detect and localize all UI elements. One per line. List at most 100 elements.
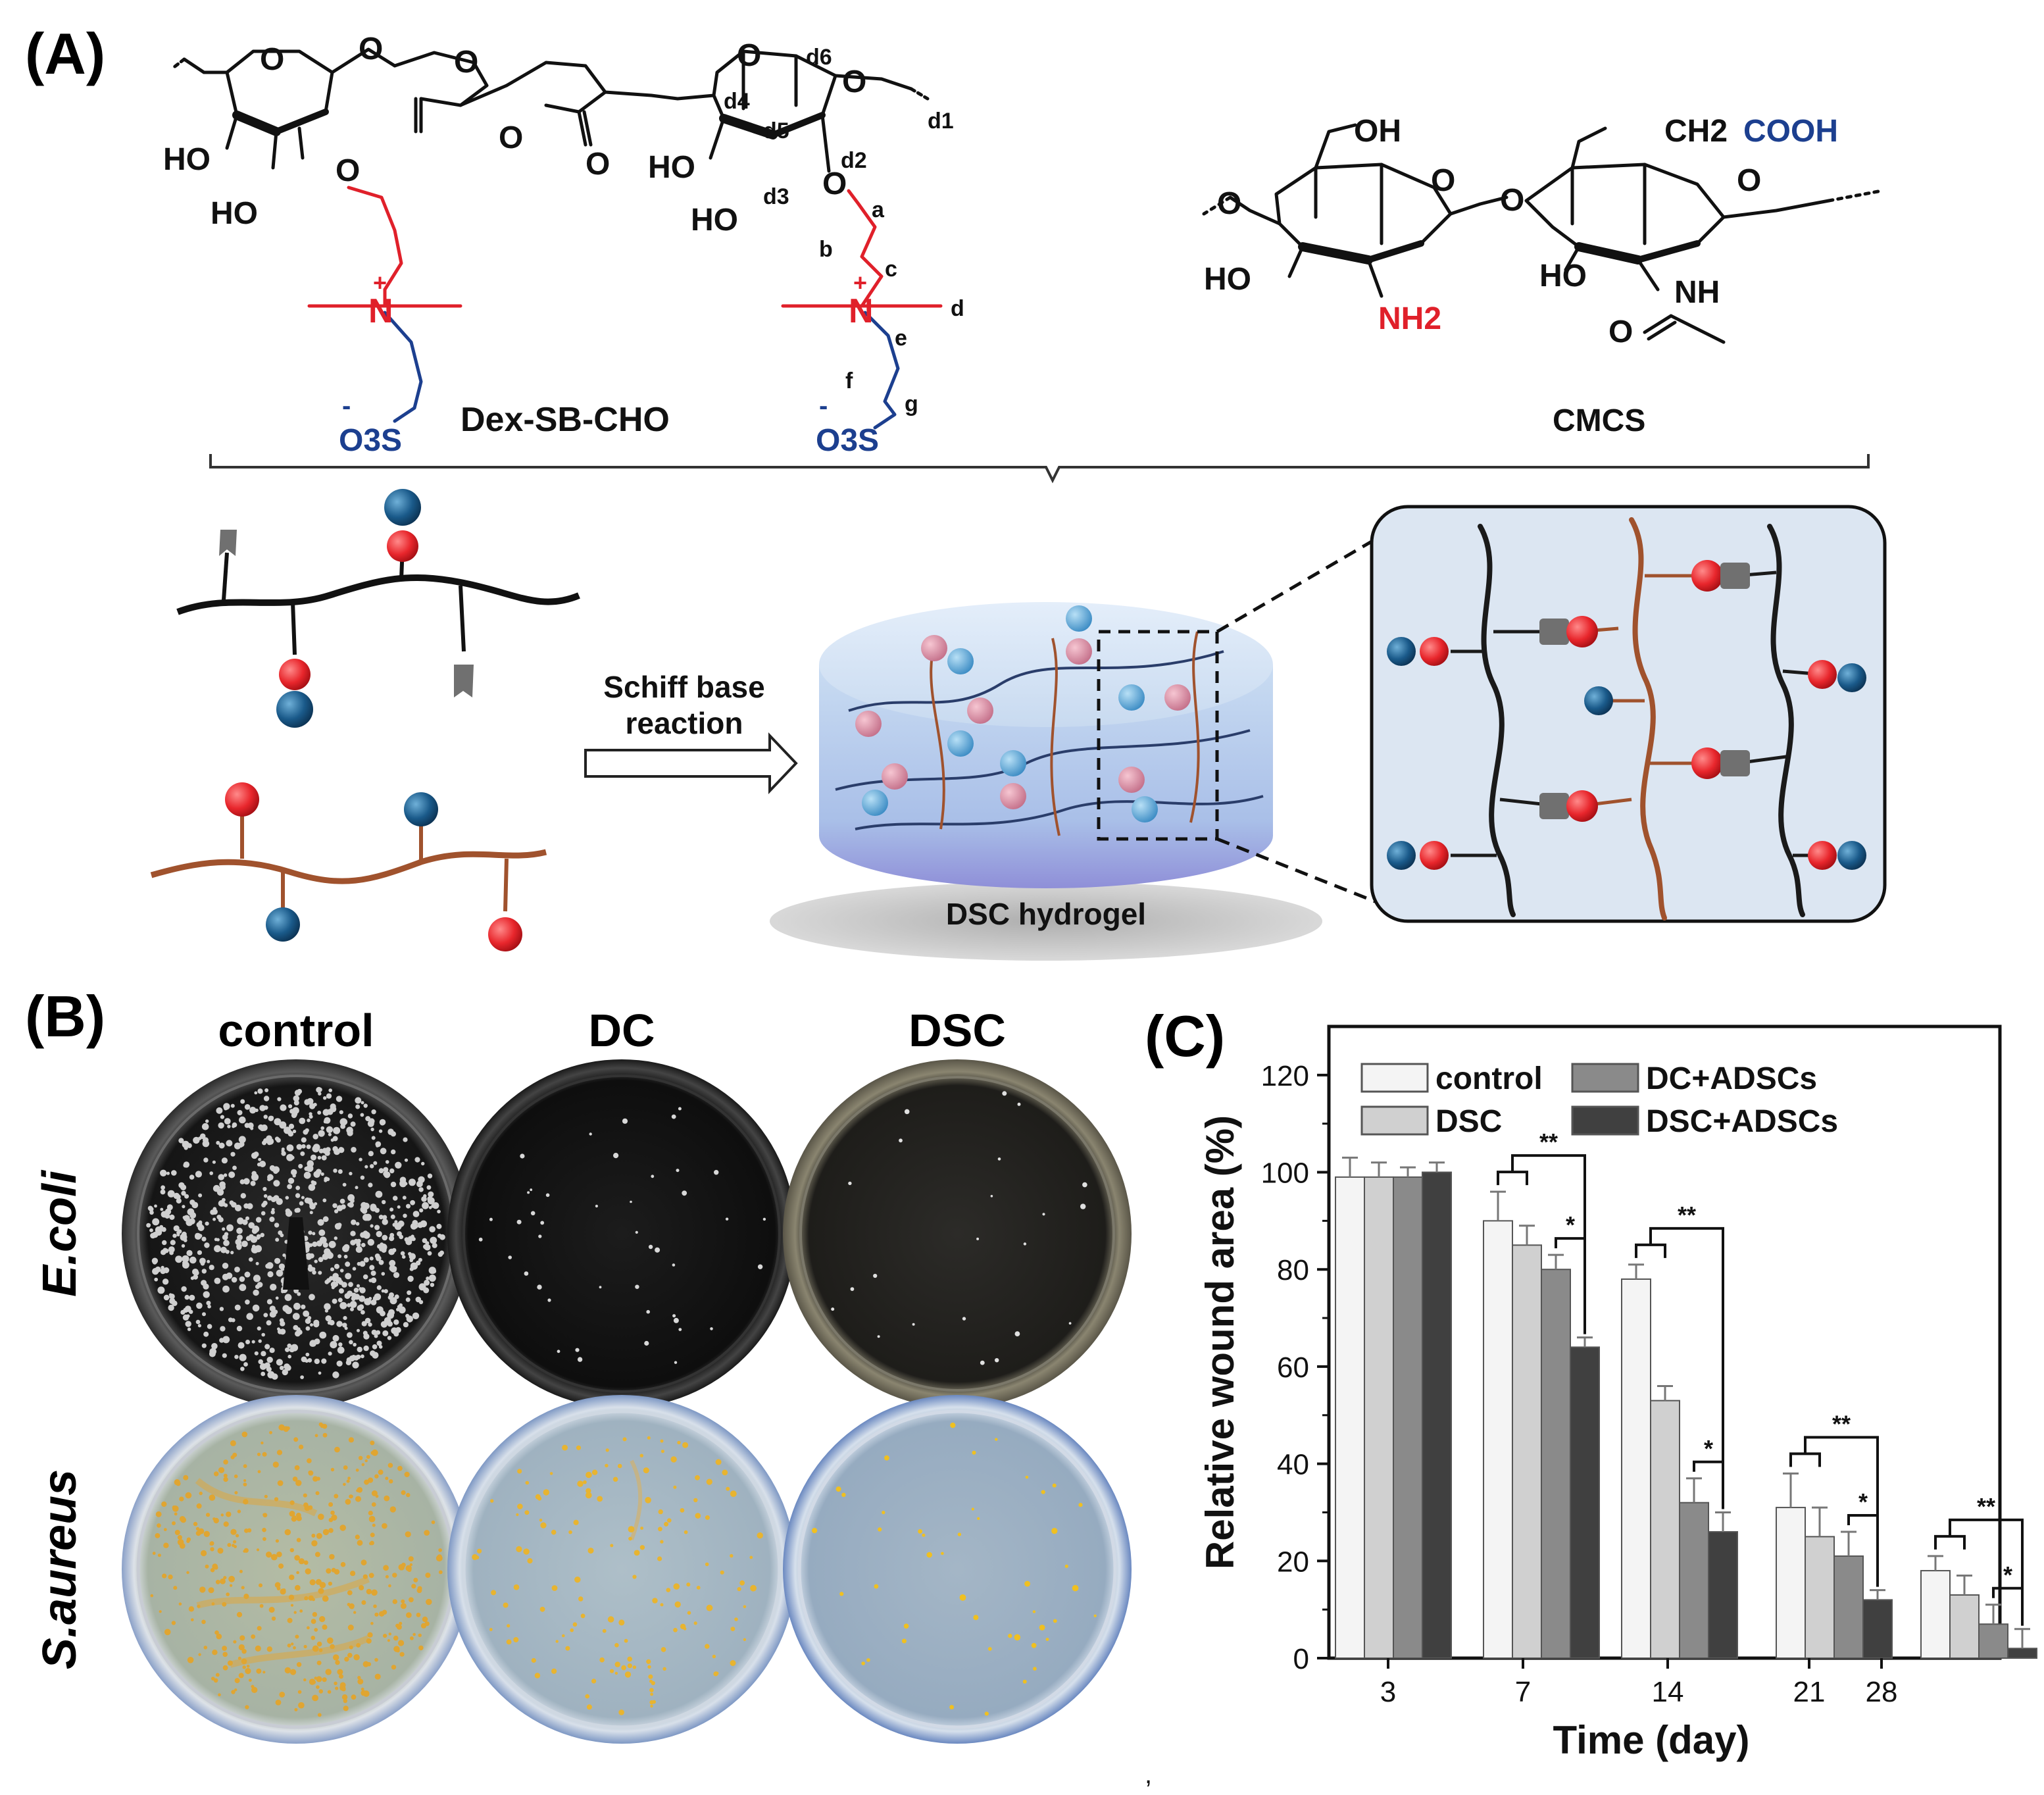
colony-dot <box>201 1236 207 1242</box>
colony-dot <box>406 1612 412 1618</box>
colony-dot <box>268 1607 275 1613</box>
bar-dc-adscs-day-7 <box>1541 1269 1571 1659</box>
colony-dot <box>337 1254 342 1259</box>
colony-dot <box>222 1646 227 1651</box>
colony-dot <box>866 1658 870 1662</box>
colony-dot <box>222 1285 230 1293</box>
cmcs-ring-2-bold-2 <box>1635 240 1701 263</box>
cmcs-branch-4 <box>503 858 509 912</box>
colony-dot <box>222 1227 226 1231</box>
colony-dot <box>667 1518 672 1523</box>
colony-dot <box>373 1161 378 1165</box>
colony-dot <box>195 1319 201 1325</box>
colony-dot <box>347 1652 353 1658</box>
x-tick-label: 3 <box>1380 1676 1396 1708</box>
colony-dot <box>276 1586 281 1591</box>
colony-dot <box>995 1358 999 1363</box>
footnote-mark: , <box>1145 1760 1152 1789</box>
colony-dot <box>234 1142 241 1150</box>
significance-bracket-2 <box>1847 1514 1878 1525</box>
colony-dot <box>192 1269 199 1275</box>
colony-dot <box>275 1238 280 1242</box>
colony-dot <box>899 1138 903 1143</box>
colony-dot <box>193 1274 199 1280</box>
colony-dot <box>214 1277 221 1284</box>
colony-dot <box>237 1110 243 1115</box>
colony-dot <box>695 1475 700 1480</box>
zoom-line-bottom <box>1216 837 1376 903</box>
colony-dot <box>344 1327 348 1330</box>
colony-dot <box>508 1255 512 1259</box>
colony-dot <box>648 1244 653 1250</box>
colony-dot <box>305 1568 311 1575</box>
colony-dot <box>372 1523 376 1527</box>
colony-dot <box>839 1592 844 1596</box>
colony-dot <box>715 1170 718 1173</box>
colony-dot <box>252 1225 260 1233</box>
colony-dot <box>215 1579 220 1584</box>
cmcs-ch2oh <box>1314 123 1357 170</box>
colony-dot <box>163 1528 167 1532</box>
colony-dot <box>289 1511 295 1517</box>
colony-dot <box>477 1548 482 1554</box>
colony-dot <box>318 1513 324 1520</box>
colony-dot <box>285 1365 291 1371</box>
colony-dot <box>231 1277 237 1283</box>
colony-dot <box>181 1190 186 1196</box>
colony-dot <box>199 1586 206 1593</box>
colony-dot <box>161 1185 166 1190</box>
significance-bracket-1 <box>1934 1518 2024 1626</box>
colony-dot <box>199 1491 203 1496</box>
colony-dot <box>1022 1679 1027 1684</box>
colony-dot <box>349 1604 355 1609</box>
colony-dot <box>230 1251 234 1255</box>
colony-dot <box>238 1136 246 1144</box>
colony-dot <box>179 1543 186 1549</box>
colony-dot <box>303 1129 309 1135</box>
colony-dot <box>224 1106 228 1111</box>
colony-dot <box>152 1259 157 1265</box>
colony-dot <box>286 1144 294 1151</box>
dex-ring-4-bold <box>719 114 778 139</box>
colony-dot <box>1093 1614 1097 1617</box>
colony-dot <box>351 1147 357 1153</box>
colony-dot <box>418 1283 426 1291</box>
colony-dot <box>300 1151 305 1156</box>
colony-dot <box>205 1564 209 1569</box>
colony-dot <box>202 1140 210 1148</box>
colony-dot <box>396 1648 400 1653</box>
colony-dot <box>343 1698 347 1704</box>
colony-dot <box>237 1509 241 1513</box>
colony-dot <box>338 1280 343 1285</box>
colony-dot <box>205 1119 209 1123</box>
colony-dot <box>368 1297 372 1300</box>
colony-dot <box>374 1334 378 1338</box>
sb-right-blue-linker <box>863 311 900 430</box>
colony-dot <box>247 1122 254 1129</box>
colony-dot <box>315 1491 320 1496</box>
colony-dot <box>220 1201 226 1207</box>
colony-dot <box>957 1532 962 1536</box>
anion-ball-1 <box>384 489 421 526</box>
colony-dot <box>355 1097 362 1104</box>
column-control: control <box>218 1005 374 1056</box>
colony-dot <box>152 1218 160 1226</box>
colony-dot <box>401 1562 406 1567</box>
colony-dot <box>618 1709 624 1715</box>
plate-ecoli-dc <box>447 1059 796 1408</box>
colony-dot <box>1052 1483 1057 1488</box>
colony-dot <box>189 1212 197 1219</box>
colony-dot <box>370 1299 377 1305</box>
dextran-backbone <box>176 574 580 615</box>
colony-dot <box>347 1625 354 1631</box>
colony-dot <box>350 1230 356 1236</box>
colony-dot <box>962 1317 966 1321</box>
colony-dot <box>226 1140 233 1147</box>
colony-dot <box>312 1598 315 1602</box>
colony-dot <box>202 1312 206 1317</box>
colony-dot <box>422 1616 428 1623</box>
colony-dot <box>427 1251 432 1256</box>
colony-dot <box>245 1705 249 1709</box>
cmcs-cooh: COOH <box>1743 114 1838 149</box>
colony-dot <box>257 1326 261 1331</box>
